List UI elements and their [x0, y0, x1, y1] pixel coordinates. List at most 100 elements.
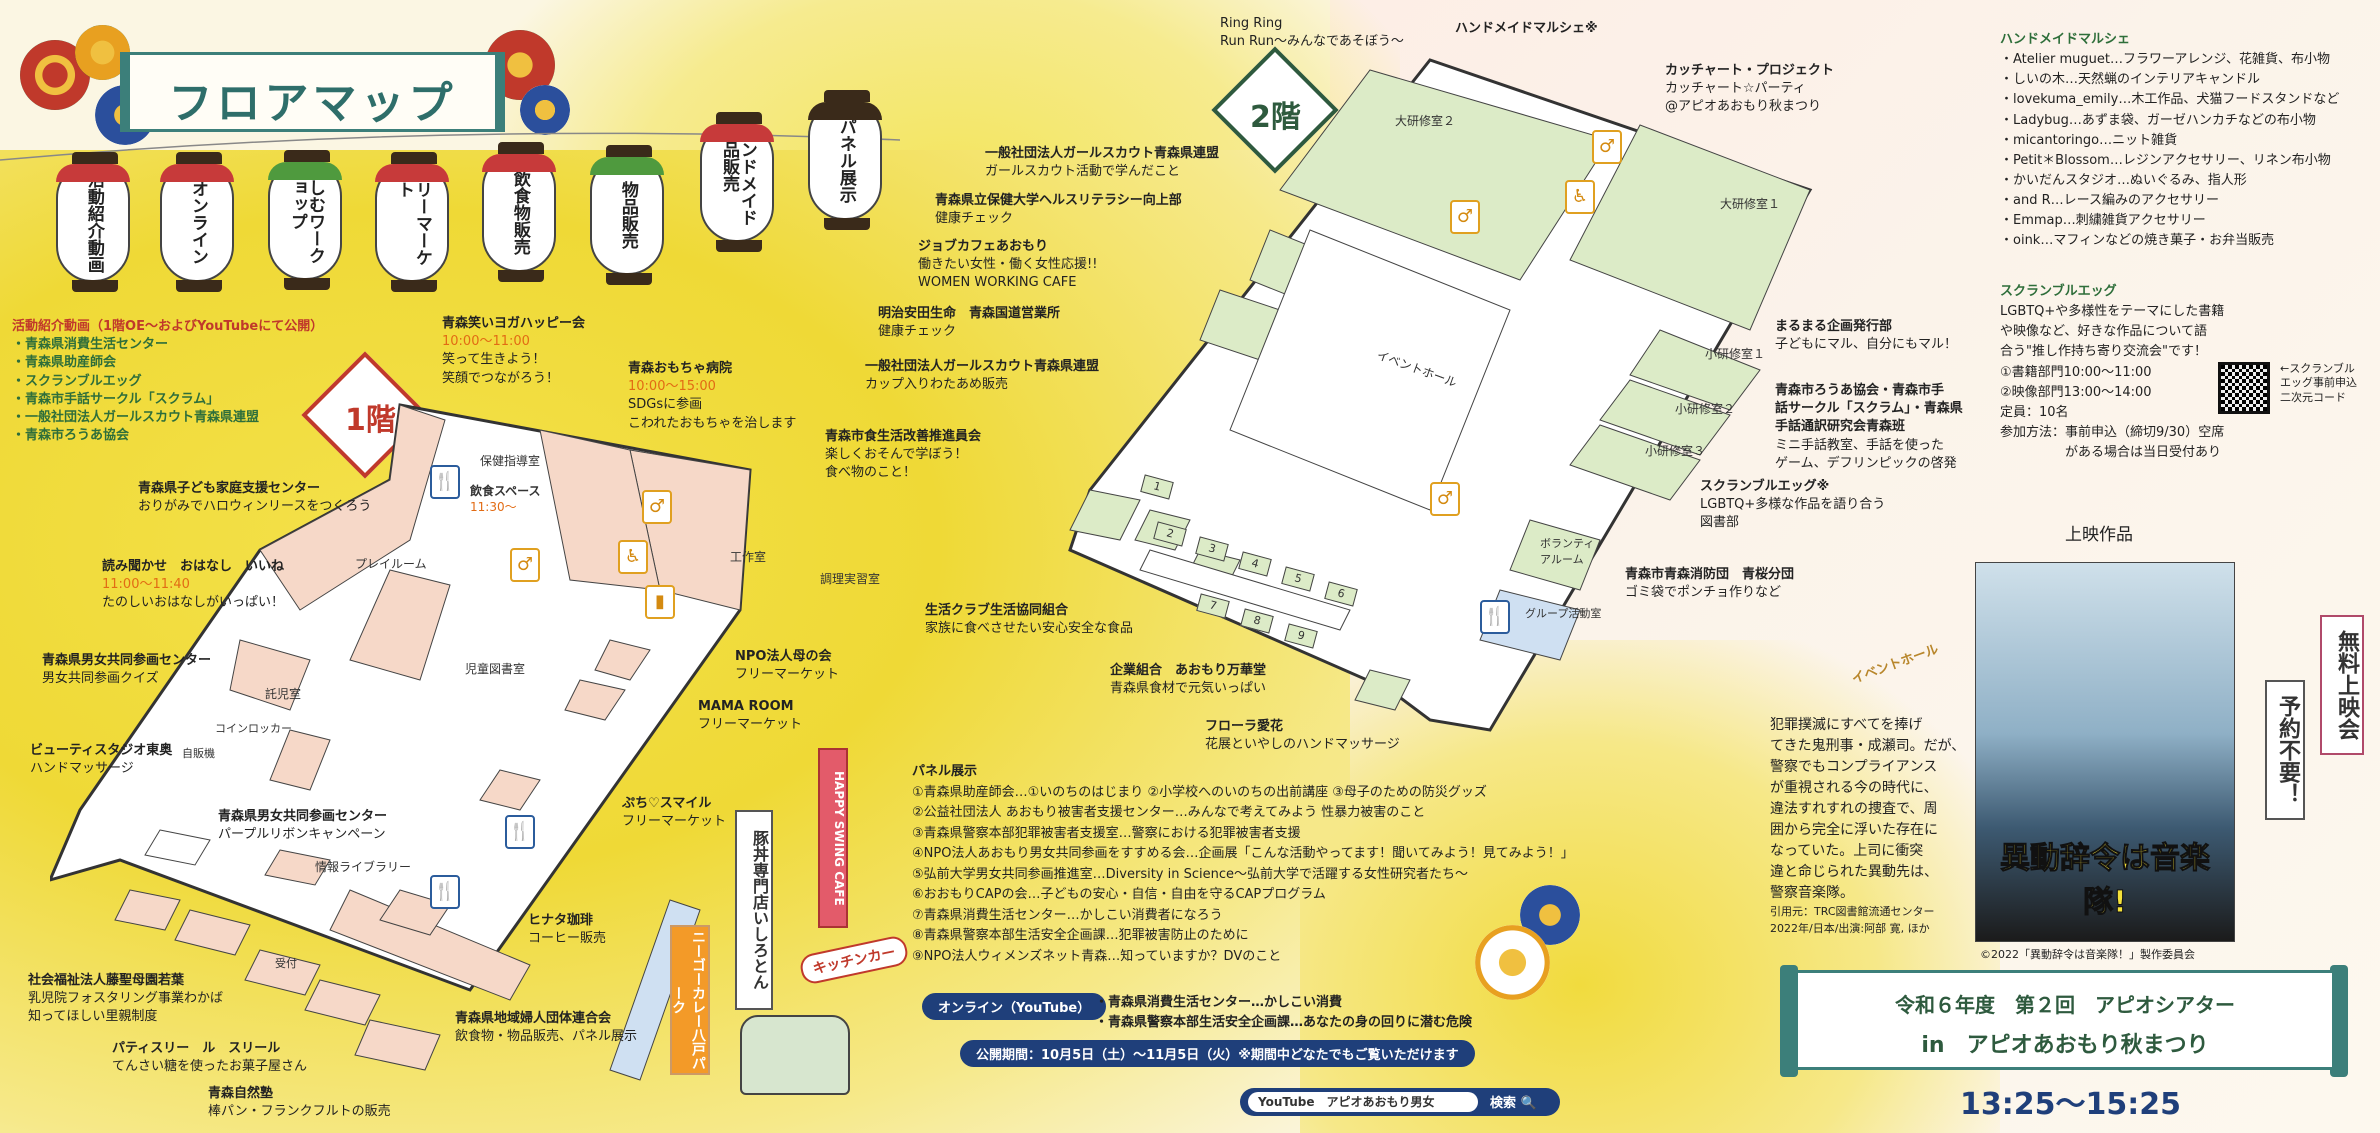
restroom-icon: ♂ [510, 548, 540, 582]
poster-copyright: ©2022「異動辞令は音楽隊！」製作委員会 [1980, 948, 2195, 961]
bottle-icon: ▮ [645, 585, 675, 619]
synopsis: 犯罪撲滅にすべてを捧げ てきた鬼刑事・成瀬司。だが、 警察でもコンプライアンス … [1770, 717, 1966, 935]
lantern-cap [268, 162, 342, 180]
handmade-list: ハンドメイドマルシェ ・Atelier muguet…フラワーアレンジ、花雑貨、… [2000, 30, 2339, 252]
banner-curry: ニーゴーカレー八戸パーク [670, 925, 710, 1075]
note-kaccharto: カッチャート・プロジェクトカッチャート☆パーティ @アピオあおもり秋まつり [1665, 63, 1834, 115]
list-item: ⑦青森県消費生活センター…かしこい消費者になろう [912, 907, 1223, 923]
list-item: ・Emmap…刺繍雑貨アクセサリー [2000, 213, 2206, 229]
list-item: ・Ladybug…あずま袋、ガーゼハンカチなどの布小物 [2000, 112, 2316, 128]
note-jobcafe: ジョブカフェあおもり働きたい女性・働く女性応援!! WOMEN WORKING … [918, 239, 1098, 291]
online-period: 公開期間：10月5日（土）〜11月5日（火）※期間中どなたでもご覧いただけます [960, 1040, 1475, 1067]
theater-box: 令和６年度 第２回 アピオシアター in アピオあおもり秋まつり [1795, 970, 2335, 1070]
list-item: ⑥おおもりCAPの会…子どもの安心・自信・自由を守るCAPプログラム [912, 887, 1326, 903]
title-box: フロアマップ [120, 52, 505, 132]
panel-list: パネル展示 ①青森県助産師会…①いのちのはじまり ②小学校へのいのちの出前講座 … [912, 762, 1574, 967]
note-patisserie: パティスリー ル スリールてんさい糖を使ったお菓子屋さん [112, 1041, 308, 1075]
room-jido: 児童図書室 [465, 662, 526, 676]
restaurant-icon: 🍴 [430, 875, 460, 909]
note-meiji-yasuda: 明治安田生命 青森国道営業所健康チェック [878, 306, 1061, 340]
note-shokuseikatsu: 青森市食生活改善推進員会楽しくおそんで学ぼう！ 食べ物のこと！ [825, 429, 982, 481]
list-item: ・スクランブルエッグ [12, 373, 142, 389]
theater-line2: in アピオあおもり秋まつり [1921, 1033, 2209, 1058]
note-purple-ribbon: 青森県男女共同参画センターパープルリボンキャンペーン [218, 809, 388, 843]
room-hoiku: 保健指導室 [480, 454, 541, 468]
room-jihan: 自販機 [182, 747, 215, 760]
room-dai2: 大研修室２ [1395, 114, 1456, 128]
note-hinata: ヒナタ珈琲コーヒー販売 [528, 913, 607, 947]
flower-icon [1475, 925, 1550, 1000]
search-button[interactable]: 検索 🔍 [1490, 1096, 1537, 1111]
accessible-restroom-icon: ♿ [1565, 180, 1595, 214]
theater-time: 13:25〜15:25 [1960, 1087, 2181, 1122]
scramble-header: スクランブルエッグ [2000, 284, 2117, 299]
banner-butadon: 豚丼専門店いしろとん [735, 810, 773, 1010]
note-seikatsu-club: 生活クラブ生活協同組合家族に食べさせたい安心安全な食品 [925, 603, 1134, 637]
search-icon: 🔍 [1520, 1096, 1537, 1111]
restaurant-icon: 🍴 [1480, 600, 1510, 634]
list-item: ・青森県助産師会 [12, 355, 117, 371]
list-item: ・and R…レース編みのアクセサリー [2000, 193, 2219, 209]
room-uketsuke: 受付 [275, 957, 297, 970]
floor-label-2f: 2階 [1250, 100, 1301, 135]
note-puchi-smile: ぷち♡スマイルフリーマーケット [622, 796, 727, 830]
list-item: ①青森県助産師会…①いのちのはじまり ②小学校へのいのちの出前講座 ③母子のため… [912, 784, 1487, 800]
note-beauty: ビューティスタジオ東奥ハンドマッサージ [30, 743, 173, 777]
note-girlscout-1: 一般社団法人ガールスカウト青森県連盟ガールスカウト活動で学んだこと [985, 146, 1220, 180]
free-screening-sign: 無料上映会 [2320, 615, 2364, 755]
restroom-icon: ♂ [642, 490, 672, 524]
scroll-left [1780, 965, 1798, 1077]
list-item: ・青森県消費生活センター [12, 337, 169, 353]
list-item: ・かいだんスタジオ…ぬいぐるみ、指人形 [2000, 172, 2247, 188]
room-inshoku-time: 11:30〜 [470, 500, 517, 514]
lantern-label: パネル展示 [835, 117, 856, 203]
floor-label-1f: 1階 [345, 403, 396, 438]
list-item: ②公益社団法人 あおもり被害者支援センター…みんなで考えてみよう 性暴力被害のこ… [912, 805, 1426, 821]
youtube-search[interactable]: YouTube アピオあおもり男女 検索 🔍 [1240, 1088, 1560, 1116]
lantern-label: オンライン [187, 179, 208, 265]
lantern-cap [808, 102, 882, 120]
room-joho: 情報ライブラリー [315, 860, 412, 874]
room-inshoku: 飲食スペース [470, 484, 541, 498]
note-marumaru: まるまる企画発行部子どもにマル、自分にもマル！ [1775, 319, 1958, 353]
accessible-restroom-icon: ♿ [618, 540, 648, 574]
screening-label: 上映作品 [2065, 525, 2133, 545]
list-item: ・青森市ろうあ協会 [12, 428, 130, 444]
scramble-box: スクランブルエッグ LGBTQ+や多様性をテーマにした書籍 や映像など、好きな作… [2000, 284, 2225, 461]
lantern-cap [482, 154, 556, 172]
lantern-cap [160, 164, 234, 182]
list-item: ・青森市手話サークル「スクラム」 [12, 391, 220, 407]
lantern-6: 物品販売 [590, 145, 664, 285]
room-sho3: 小研修室３ [1645, 444, 1706, 458]
lantern-cap [56, 164, 130, 182]
theater-line1: 令和６年度 第２回 アピオシアター [1895, 993, 2235, 1017]
list-item: ⑧青森県警察本部生活安全企画課…犯罪被害防止のために [912, 928, 1249, 944]
room-coin: コインロッカー [215, 722, 292, 735]
note-flora: フローラ愛花花展といやしのハンドマッサージ [1205, 719, 1400, 753]
qr-code[interactable] [2218, 362, 2270, 414]
search-input[interactable]: YouTube アピオあおもり男女 [1248, 1092, 1478, 1112]
restroom-icon: ♂ [1450, 200, 1480, 234]
panel-header: パネル展示 [912, 764, 978, 779]
list-item: ⑤弘前大学男女共同参画推進室…Diversity in Science〜弘前大学… [912, 866, 1468, 882]
list-item: ④NPO法人あおもり男女共同参画をすすめる会…企画展「こんな活動やってます！聞い… [912, 846, 1574, 862]
lantern-7: ハンドメイド作品販売 [700, 112, 774, 252]
restroom-icon: ♂ [1592, 130, 1622, 164]
movie-poster: 異動辞令は音楽隊! [1975, 562, 2235, 942]
lantern-3: 楽しむワークショップ [268, 150, 342, 290]
online-item-2: ・青森県警察本部生活安全企画課…あなたの身の回りに潜む危険 [1095, 1015, 1473, 1030]
lantern-label: 物品販売 [617, 181, 638, 249]
qr-label: ←スクランブル エッグ事前申込 二次元コード [2280, 362, 2357, 404]
note-hahanokai: NPO法人母の会フリーマーケット [735, 649, 840, 683]
note-handmade-marche: ハンドメイドマルシェ※ [1455, 21, 1598, 36]
lantern-5: 飲食物販売 [482, 142, 556, 282]
lantern-label: 活動紹介動画 [83, 171, 104, 273]
lantern-cap [700, 124, 774, 142]
lantern-1: 活動紹介動画 [56, 152, 130, 292]
flower-icon [520, 85, 570, 135]
lantern-cap [375, 164, 449, 182]
note-ringring: Ring Ring Run Run〜みんなであそぼう〜 [1220, 16, 1404, 50]
kitchen-car-icon [740, 1015, 850, 1095]
poster-title: 異動辞令は音楽隊! [2000, 841, 2211, 921]
